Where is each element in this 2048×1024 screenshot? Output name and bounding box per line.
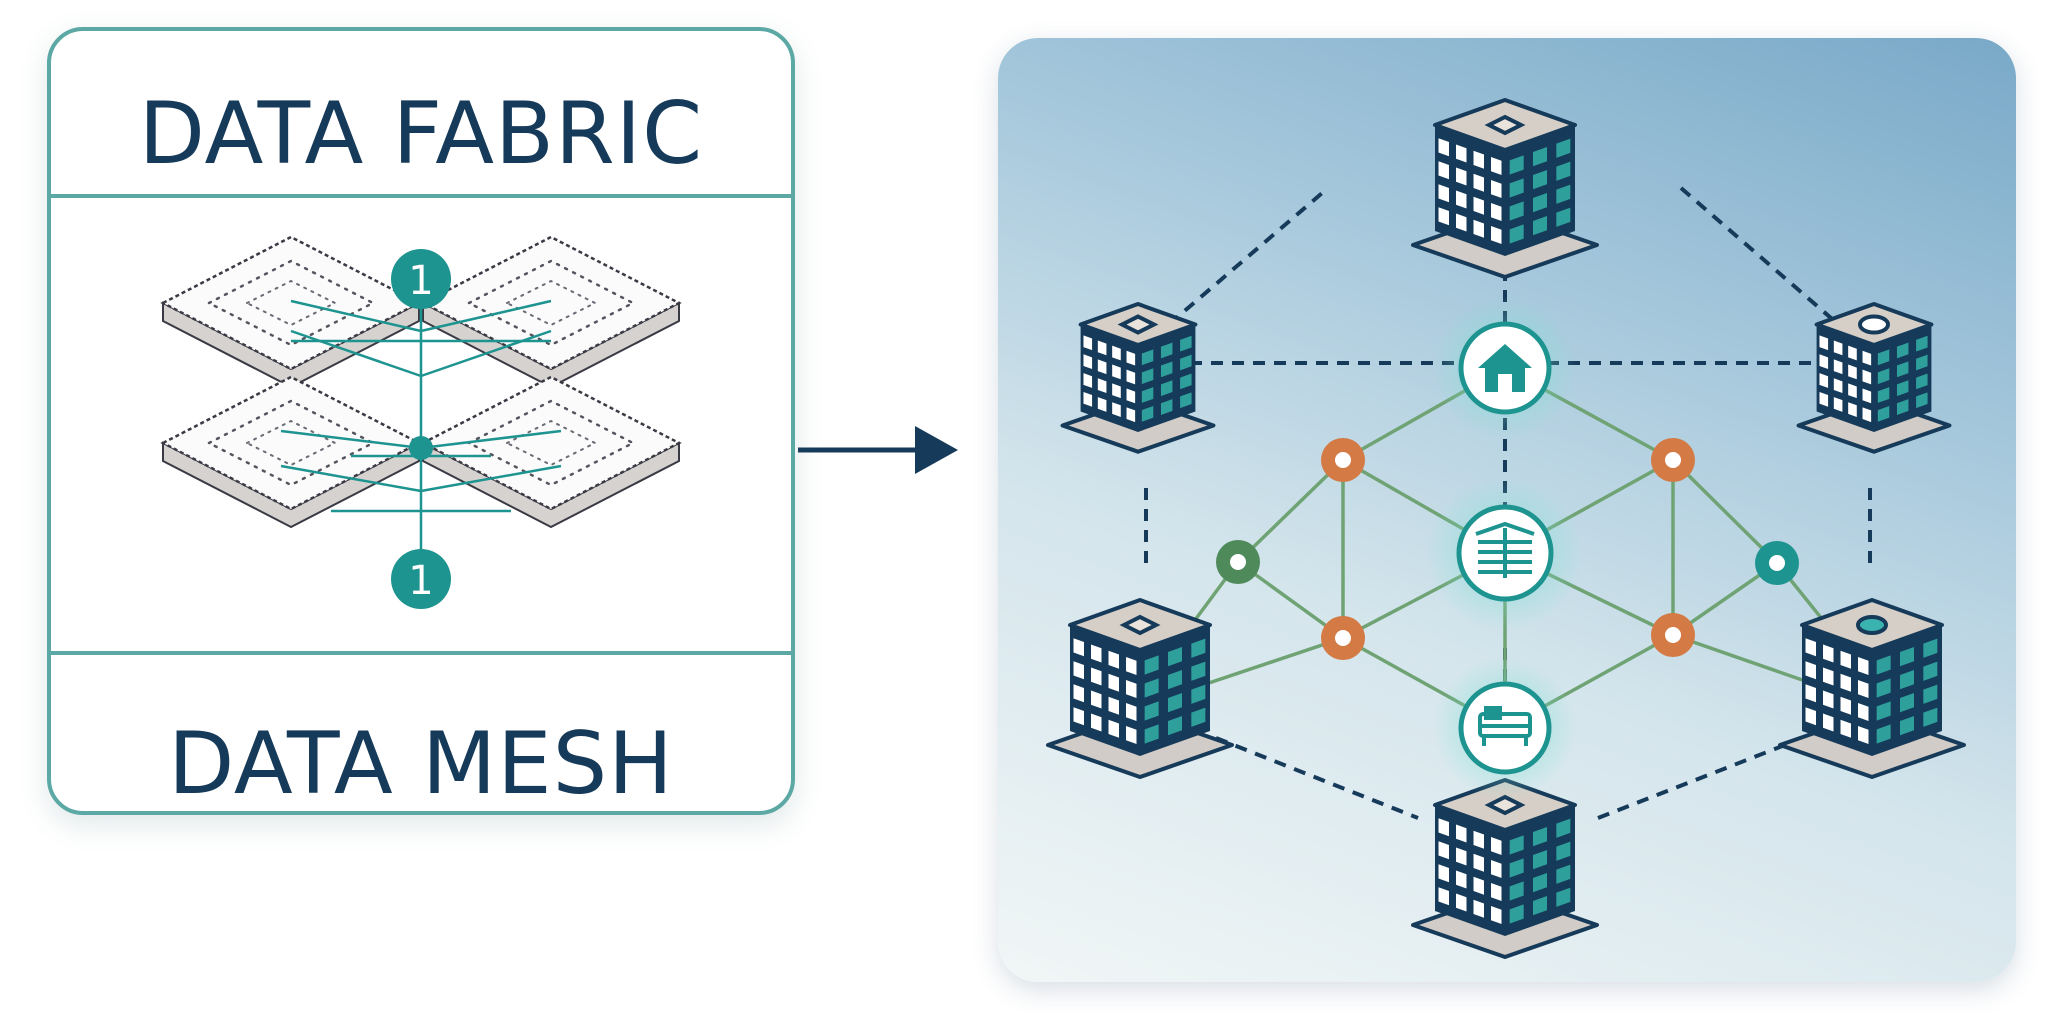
mesh-buildings [1046, 98, 1966, 959]
data-mesh-title: DATA MESH [168, 714, 674, 814]
fabric-badge-bottom: 1 [391, 549, 451, 609]
right-arrow-icon [798, 426, 958, 474]
hub-node-center [1427, 475, 1583, 631]
green-node-left [1216, 540, 1260, 584]
fabric-connections [280, 261, 562, 551]
data-fabric-card: DATA FABRIC 1 1 DATA MESH [47, 27, 795, 815]
fabric-badge-top-label: 1 [408, 258, 433, 304]
building-left-lower-icon [1046, 598, 1234, 779]
building-right-lower-icon [1778, 598, 1966, 779]
orange-node-left-lower [1321, 616, 1365, 660]
fabric-illustration: 1 1 [160, 235, 682, 609]
building-top-icon [1411, 98, 1599, 279]
fabric-plate-bottom-left [160, 375, 422, 529]
fabric-badge-top: 1 [391, 249, 451, 309]
orange-node-left-upper [1321, 438, 1365, 482]
fabric-core-node [409, 436, 433, 460]
hub-node-top [1433, 296, 1577, 440]
fabric-badge-bottom-label: 1 [408, 558, 433, 604]
orange-node-right-lower [1651, 613, 1695, 657]
data-fabric-title: DATA FABRIC [138, 84, 704, 184]
fabric-plate-top-left [160, 235, 422, 389]
teal-node-right [1755, 541, 1799, 585]
data-mesh-panel [998, 38, 2016, 982]
mesh-small-nodes [1216, 438, 1799, 660]
bed-icon [1478, 706, 1532, 746]
orange-node-right-upper [1651, 438, 1695, 482]
house-icon [1478, 344, 1532, 392]
building-right-upper-icon [1796, 302, 1952, 454]
fabric-plate-top-right [420, 235, 682, 389]
building-left-upper-icon [1060, 302, 1216, 454]
data-mesh-network [1046, 98, 1966, 959]
mesh-dashed-links [1144, 186, 1872, 820]
fabric-plate-bottom-right [420, 375, 682, 529]
bottom-divider [51, 651, 791, 655]
top-divider [51, 194, 791, 198]
building-bottom-icon [1411, 778, 1599, 959]
book-stack-icon [1475, 521, 1535, 578]
hub-node-bottom [1433, 656, 1577, 800]
